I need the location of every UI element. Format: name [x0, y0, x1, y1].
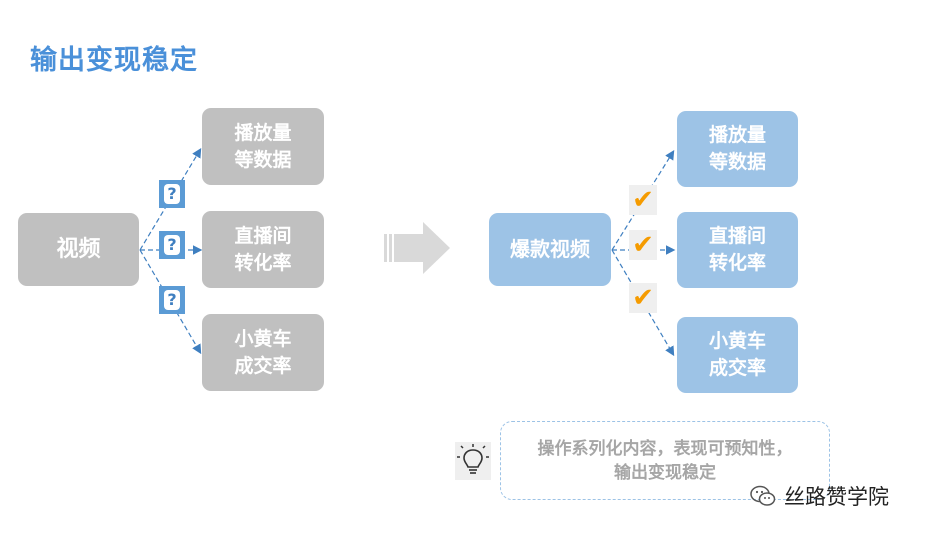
left-target-2-line2: 转化率	[234, 251, 292, 274]
right-target-box-1: 播放量 等数据	[677, 111, 798, 187]
question-mark-icon: ?	[159, 231, 185, 259]
page-title: 输出变现稳定	[30, 45, 198, 76]
right-target-3-line1: 小黄车	[708, 330, 766, 352]
watermark-text: 丝路赞学院	[784, 485, 889, 509]
left-target-box-3: 小黄车 成交率	[202, 314, 324, 391]
right-arrow-icon	[384, 222, 450, 274]
left-target-3-line2: 成交率	[234, 354, 292, 377]
check-mark-icon: ✔	[629, 230, 657, 260]
right-source-label: 爆款视频	[510, 237, 590, 261]
left-target-1-line1: 播放量	[234, 121, 292, 144]
tip-line-2: 输出变现稳定	[614, 462, 716, 483]
right-target-2-line1: 直播间	[708, 225, 766, 247]
left-target-3-line1: 小黄车	[234, 327, 292, 350]
right-target-box-2: 直播间 转化率	[677, 212, 798, 288]
watermark: 丝路赞学院	[750, 481, 889, 511]
left-source-label: 视频	[56, 237, 101, 262]
left-target-box-1: 播放量 等数据	[202, 108, 324, 185]
question-mark-icon: ?	[159, 180, 185, 208]
wechat-icon	[750, 485, 776, 506]
tip-box: 操作系列化内容，表现可预知性， 输出变现稳定	[500, 421, 830, 500]
left-target-1-line2: 等数据	[234, 148, 292, 171]
right-target-2-line2: 转化率	[708, 252, 766, 274]
light-bulb-icon	[455, 442, 491, 480]
right-target-1-line2: 等数据	[708, 151, 766, 173]
right-target-1-line1: 播放量	[708, 124, 766, 146]
left-source-box: 视频	[18, 213, 139, 286]
right-source-box: 爆款视频	[489, 213, 611, 286]
right-target-3-line2: 成交率	[708, 357, 766, 379]
tip-line-1: 操作系列化内容，表现可预知性，	[537, 438, 793, 459]
check-mark-icon: ✔	[629, 185, 657, 215]
question-mark-icon: ?	[159, 286, 185, 314]
left-target-box-2: 直播间 转化率	[202, 211, 324, 288]
check-mark-icon: ✔	[629, 283, 657, 313]
right-target-box-3: 小黄车 成交率	[677, 317, 798, 393]
left-target-2-line1: 直播间	[234, 224, 292, 247]
